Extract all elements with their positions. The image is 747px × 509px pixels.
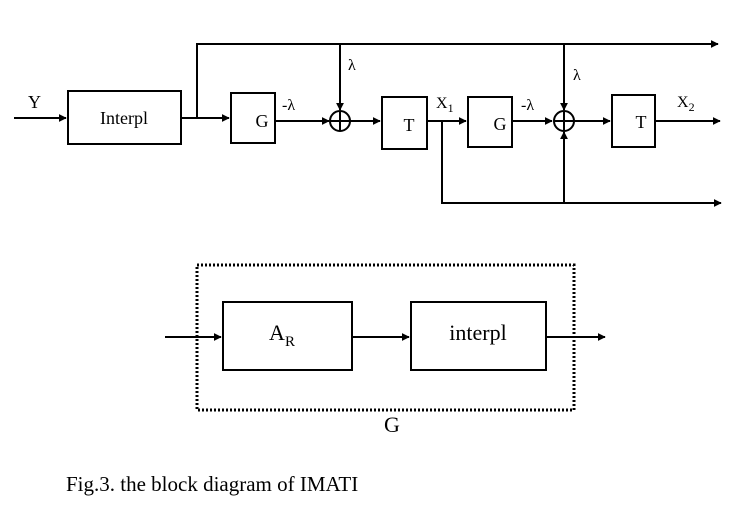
g-block-1-label: G <box>256 111 269 131</box>
ar-block <box>222 301 353 371</box>
interpl-block-2-label: interpl <box>449 320 506 345</box>
gain-1-label: -λ <box>282 97 295 114</box>
t-block-1 <box>381 96 428 150</box>
x1-label: X1 <box>436 95 454 115</box>
summing-junction-1 <box>329 110 351 132</box>
top-branch-line <box>196 40 719 118</box>
lambda-2-label: λ <box>573 67 581 84</box>
g-block-2-label: G <box>494 114 507 134</box>
t-block-2 <box>611 94 656 148</box>
g-group-label: G <box>384 412 400 437</box>
x2-label: X2 <box>677 94 695 114</box>
summing-junction-2 <box>553 110 575 132</box>
bottom-branch-line <box>441 121 722 207</box>
t-block-1-label: T <box>404 115 415 135</box>
g-block-2 <box>467 96 513 148</box>
t-block-2-label: T <box>636 112 647 132</box>
lambda-1-label: λ <box>348 57 356 74</box>
g-block-1 <box>230 92 276 144</box>
ar-block-label: AR <box>269 320 295 350</box>
input-label: Y <box>28 92 41 112</box>
figure-caption: Fig.3. the block diagram of IMATI <box>66 472 358 496</box>
interpl-block-label: Interpl <box>100 108 148 128</box>
gain-2-label: -λ <box>521 97 534 114</box>
